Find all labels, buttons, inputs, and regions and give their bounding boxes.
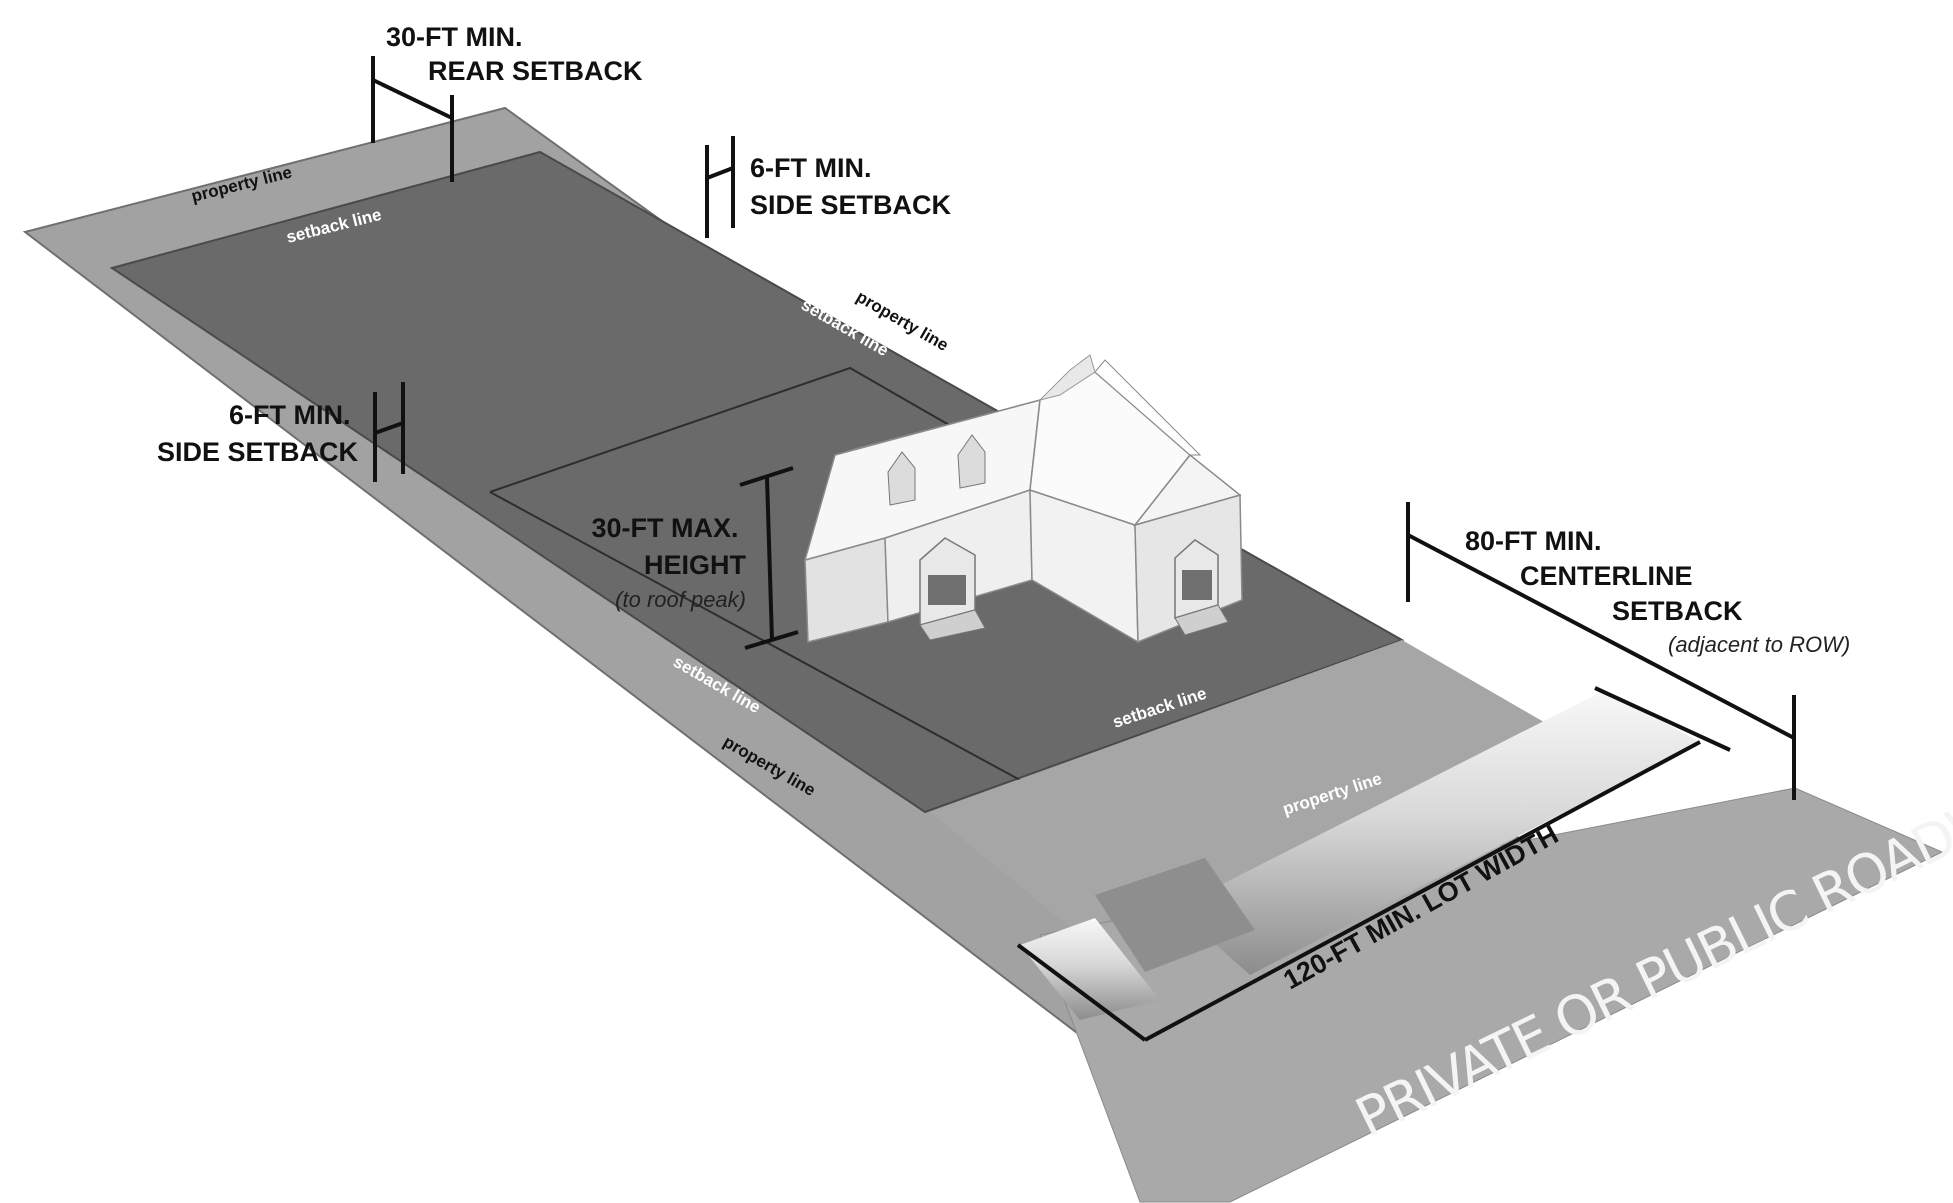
centerline-setback-marker (1406, 502, 1796, 800)
centerline-note: (adjacent to ROW) (1668, 632, 1850, 657)
building-envelope-line (489, 491, 1021, 781)
roadside-ditch-left (1020, 918, 1160, 1020)
house (803, 354, 1243, 644)
centerline-setback-label: 80-FT MIN. CENTERLINE SETBACK (1465, 526, 1743, 626)
lot-width-marker (1016, 686, 1731, 1042)
max-height-note: (to roof peak) (615, 587, 746, 612)
side-setback-right-marker (705, 136, 735, 238)
driveway (1095, 858, 1255, 972)
rear-setback-label: 30-FT MIN. REAR SETBACK (386, 22, 643, 86)
side-setback-left-label: 6-FT MIN. SIDE SETBACK (157, 400, 359, 467)
max-height-label: 30-FT MAX. HEIGHT (591, 513, 746, 580)
side-setback-right-label: 6-FT MIN. SIDE SETBACK (750, 153, 952, 220)
roadside-ditch (1175, 690, 1700, 975)
front-yard (930, 640, 1575, 952)
rear-setback-marker (371, 56, 454, 182)
max-height-marker (739, 466, 799, 650)
side-setback-left-marker (373, 382, 405, 482)
